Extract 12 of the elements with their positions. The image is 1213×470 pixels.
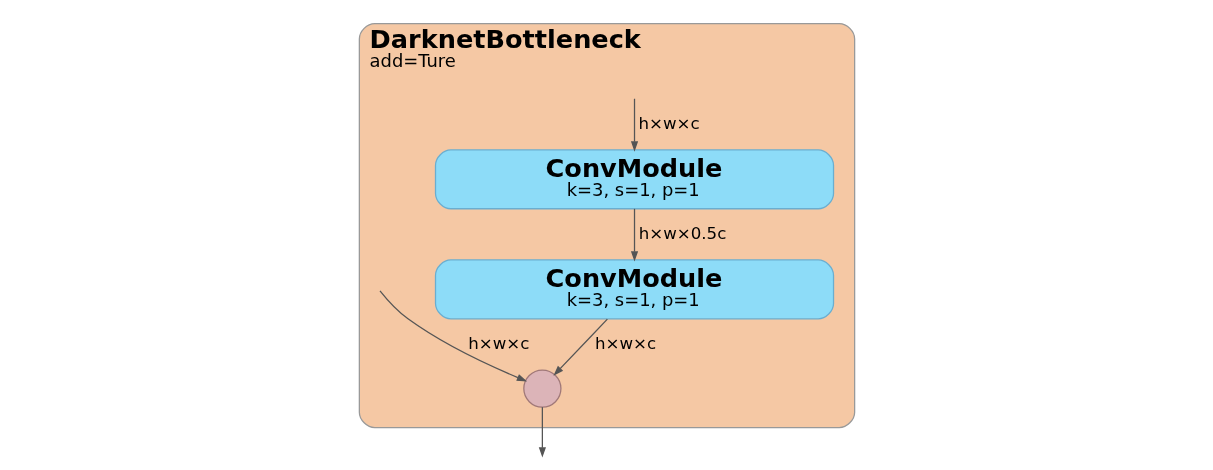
edge-label: h×w×c: [594, 333, 656, 353]
arrow: [378, 290, 527, 382]
edge-label: h×w×c: [467, 333, 529, 353]
node-box: ConvModule k=3, s=1, p=1: [434, 259, 834, 320]
node-box: ConvModule k=3, s=1, p=1: [434, 149, 834, 210]
edge-label: h×w×0.5c: [638, 223, 726, 243]
node-circle: [522, 369, 562, 408]
arrow: [552, 318, 608, 376]
edge-label: h×w×c: [638, 113, 700, 133]
arrow: [630, 98, 638, 152]
arrow: [630, 208, 638, 262]
arrow: [538, 406, 546, 458]
